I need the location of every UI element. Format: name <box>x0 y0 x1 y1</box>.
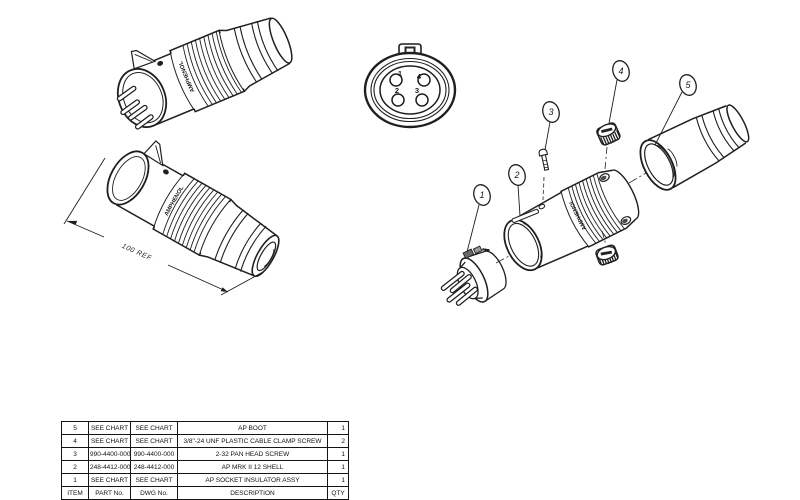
bom-cell-item: 2 <box>61 460 89 474</box>
bom-header-item: ITEM <box>61 486 89 500</box>
bom-cell-item: 1 <box>61 473 89 487</box>
bom-cell-desc: 3/8"-24 UNF PLASTIC CABLE CLAMP SCREW <box>177 434 328 448</box>
pin-label-1: 1 <box>398 69 402 78</box>
bom-cell-desc: AP BOOT <box>177 421 328 435</box>
iso-view-front-assembled: AMPHENOL <box>116 17 293 130</box>
table-row: 5 SEE CHART SEE CHART AP BOOT 1 <box>61 421 349 435</box>
bom-cell-desc: AP MRK II 12 SHELL <box>177 460 328 474</box>
balloon-2-label: 2 <box>513 170 519 180</box>
balloon-1-label: 1 <box>479 190 484 200</box>
balloon-3: 3 <box>542 101 560 123</box>
table-row: 4 SEE CHART SEE CHART 3/8"-24 UNF PLASTI… <box>61 434 349 448</box>
bom-cell-part: SEE CHART <box>88 421 131 435</box>
pin-hole-2 <box>391 93 405 107</box>
bom-cell-dwg: SEE CHART <box>130 473 178 487</box>
part-4-clamp-screw-bottom <box>595 244 619 266</box>
exploded-view: AMPHENOL <box>440 60 750 306</box>
part-2-shell: AMPHENOL <box>503 169 640 272</box>
bom-header-part: PART No. <box>88 486 131 500</box>
balloon-3-label: 3 <box>548 107 553 117</box>
balloon-4: 4 <box>612 60 630 82</box>
bom-cell-qty: 1 <box>327 473 349 487</box>
balloon-2: 2 <box>508 164 526 186</box>
contact-pins <box>116 85 154 130</box>
dimension-label: 100 REF <box>121 243 153 262</box>
knurl-ribs <box>182 31 242 107</box>
latch-slot <box>511 208 539 224</box>
brand-text: AMPHENOL <box>178 60 196 93</box>
bom-cell-part: SEE CHART <box>88 434 131 448</box>
balloon-4-label: 4 <box>618 66 623 76</box>
pin-hole-1 <box>389 73 403 87</box>
table-header-row: ITEM PART No. DWG No. DESCRIPTION QTY <box>61 486 349 500</box>
bom-cell-desc: AP SOCKET INSULATOR ASSY <box>177 473 328 487</box>
balloon-1: 1 <box>473 184 491 206</box>
iso-view-rear-assembled: AMPHENOL <box>106 140 280 278</box>
table-row: 1 SEE CHART SEE CHART AP SOCKET INSULATO… <box>61 473 349 487</box>
bom-cell-qty: 1 <box>327 460 349 474</box>
bom-cell-qty: 1 <box>327 447 349 461</box>
bom-header-desc: DESCRIPTION <box>177 486 328 500</box>
balloon-5: 5 <box>679 74 697 96</box>
bom-cell-part: 990-4400-000 <box>88 447 131 461</box>
screw-hole <box>538 203 546 210</box>
part-4-clamp-screw-top <box>596 122 621 146</box>
part-1-insulator <box>440 245 507 306</box>
part-3-screw <box>538 148 550 171</box>
table-row: 2 248-4412-000 248-4412-000 AP MRK II 12… <box>61 460 349 474</box>
balloon-5-label: 5 <box>685 80 691 90</box>
bom-cell-dwg: 248-4412-000 <box>130 460 178 474</box>
bom-cell-dwg: 990-4400-000 <box>130 447 178 461</box>
bom-header-dwg: DWG No. <box>130 486 178 500</box>
leader-lines <box>466 79 683 253</box>
bom-cell-dwg: SEE CHART <box>130 434 178 448</box>
bom-table: 5 SEE CHART SEE CHART AP BOOT 1 4 SEE CH… <box>61 421 349 500</box>
pin-hole-4 <box>417 73 431 87</box>
pin-label-3: 3 <box>415 86 419 95</box>
bom-cell-item: 5 <box>61 421 89 435</box>
bom-cell-item: 3 <box>61 447 89 461</box>
bom-cell-part: SEE CHART <box>88 473 131 487</box>
pin-face-view: 1 4 2 3 <box>363 43 457 129</box>
bom-cell-qty: 2 <box>327 434 349 448</box>
part-5-boot <box>639 104 750 191</box>
brand-text: AMPHENOL <box>164 185 186 217</box>
bom-cell-desc: 2-32 PAN HEAD SCREW <box>177 447 328 461</box>
pin-label-4: 4 <box>417 72 422 81</box>
bom-cell-item: 4 <box>61 434 89 448</box>
length-dimension: 100 REF <box>63 157 264 296</box>
bom-cell-qty: 1 <box>327 421 349 435</box>
bom-header-qty: QTY <box>327 486 349 500</box>
pin-hole-3 <box>415 93 429 107</box>
bom-cell-part: 248-4412-000 <box>88 460 131 474</box>
setscrew-dot <box>157 60 164 66</box>
latch-wedge <box>143 140 164 167</box>
pin-label-2: 2 <box>395 86 399 95</box>
table-row: 3 990-4400-000 990-4400-000 2-32 PAN HEA… <box>61 447 349 461</box>
bom-cell-dwg: SEE CHART <box>130 421 178 435</box>
